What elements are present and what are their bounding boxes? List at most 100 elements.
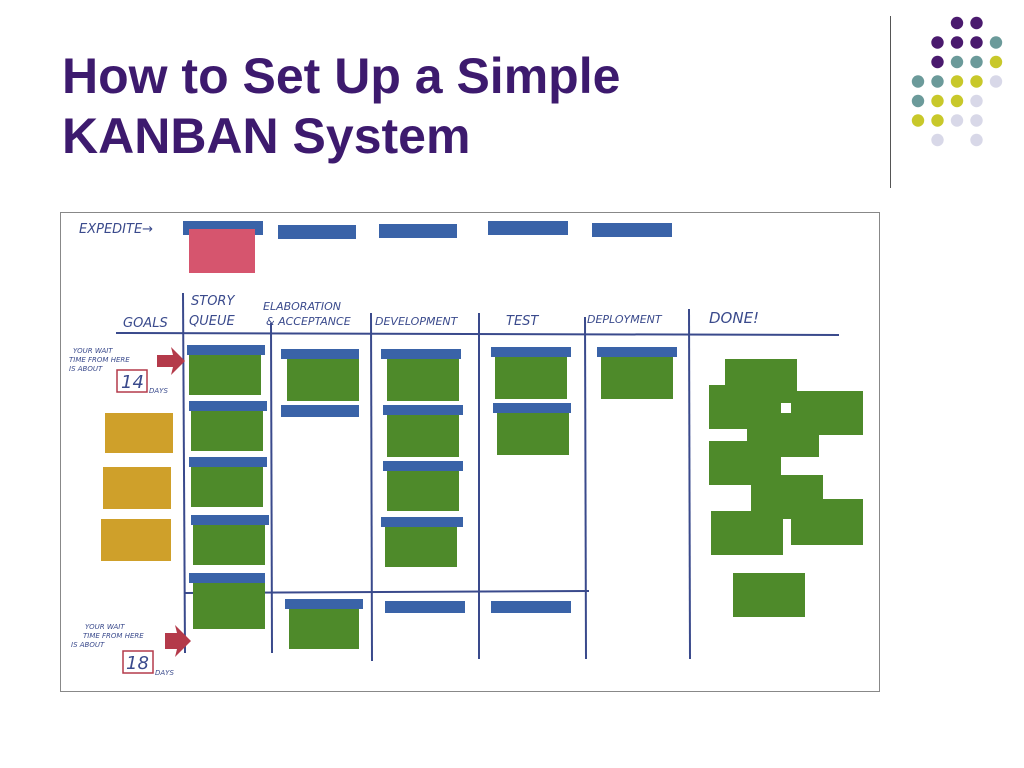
card-magnet <box>189 401 267 411</box>
decorative-dot <box>970 114 983 127</box>
column-divider <box>584 316 587 660</box>
expedite-magnet <box>488 221 568 235</box>
done-card <box>791 499 863 545</box>
card-magnet <box>189 573 265 583</box>
column-divider <box>688 308 691 660</box>
kanban-board-photo: EXPEDITE→ GOALS STORY QUEUE ELABORATION … <box>60 212 880 692</box>
wait-top-line-3: IS ABOUT <box>69 365 103 373</box>
decorative-dot <box>970 16 983 30</box>
story-queue-card <box>191 461 263 507</box>
decorative-dot <box>931 133 944 147</box>
slide-title-line-1: How to Set Up a Simple <box>62 48 621 104</box>
card-magnet <box>189 457 267 467</box>
decorative-dot <box>931 94 944 108</box>
column-divider <box>370 312 373 662</box>
elaboration-card <box>287 353 359 401</box>
wait-bottom-days-label: DAYS <box>155 669 174 677</box>
decorative-dot <box>931 75 944 88</box>
card-magnet <box>491 601 571 613</box>
decorative-dot <box>950 75 964 88</box>
column-divider <box>182 292 186 654</box>
kanban-board-drawing: EXPEDITE→ GOALS STORY QUEUE ELABORATION … <box>69 221 863 677</box>
decorative-dot <box>989 75 1003 88</box>
decorative-dot <box>911 75 925 88</box>
decorative-dot-pattern <box>911 16 1003 147</box>
header-divider <box>890 16 891 188</box>
expedite-magnet <box>379 224 457 238</box>
decorative-dot <box>950 16 964 30</box>
goal-card <box>105 413 173 453</box>
goal-card <box>101 519 171 561</box>
decorative-dot <box>950 94 964 108</box>
decorative-dot <box>970 94 983 108</box>
expedite-label: EXPEDITE→ <box>79 222 153 237</box>
decorative-dot <box>911 94 925 108</box>
wait-bottom-days-value: 18 <box>126 653 149 674</box>
decorative-dot <box>931 36 944 49</box>
development-card <box>387 465 459 511</box>
card-magnet <box>281 349 359 359</box>
column-done-header: DONE! <box>709 309 759 327</box>
story-queue-card <box>191 405 263 451</box>
wait-bottom-line-3: IS ABOUT <box>71 641 105 649</box>
decorative-dot <box>950 55 964 69</box>
wait-top-days-label: DAYS <box>149 387 168 395</box>
expedite-magnet <box>278 225 356 239</box>
wait-bottom-days-box <box>122 650 154 674</box>
development-card <box>387 409 459 457</box>
decorative-dot <box>931 114 944 127</box>
test-card <box>495 353 567 399</box>
deployment-card <box>601 353 673 399</box>
column-elaboration-header-1: ELABORATION <box>263 300 341 313</box>
done-card <box>733 573 805 617</box>
decorative-dot <box>970 133 983 147</box>
test-card <box>497 407 569 455</box>
card-magnet <box>381 349 461 359</box>
decorative-dot <box>911 114 925 127</box>
card-magnet <box>383 461 463 471</box>
story-queue-card <box>189 349 261 395</box>
wait-top-arrow-icon <box>157 347 185 375</box>
wait-top-line-2: TIME FROM HERE <box>69 356 130 364</box>
expedite-card <box>189 229 255 273</box>
done-card <box>711 511 783 555</box>
decorative-dot <box>970 55 983 69</box>
elaboration-card <box>289 603 359 649</box>
wait-bottom-line-2: TIME FROM HERE <box>83 632 144 640</box>
decorative-dot <box>970 75 983 88</box>
card-magnet <box>597 347 677 357</box>
card-magnet <box>187 345 265 355</box>
card-magnet <box>491 347 571 357</box>
story-queue-card <box>193 579 265 629</box>
decorative-dot <box>989 55 1003 69</box>
development-card <box>387 353 459 401</box>
column-deployment-header: DEPLOYMENT <box>587 313 663 326</box>
card-magnet <box>385 601 465 613</box>
wait-top-days-value: 14 <box>121 372 144 393</box>
column-test-header: TEST <box>506 314 539 329</box>
column-elaboration-header-2: & ACCEPTANCE <box>266 315 351 328</box>
wait-top-line-1: YOUR WAIT <box>73 347 113 355</box>
column-development-header: DEVELOPMENT <box>375 315 459 328</box>
wait-bottom-line-1: YOUR WAIT <box>85 623 125 631</box>
column-divider <box>270 322 273 654</box>
decorative-dot <box>989 36 1003 49</box>
decorative-dot <box>970 36 983 49</box>
column-goals-header: GOALS <box>123 316 168 331</box>
card-magnet <box>493 403 571 413</box>
development-card <box>385 521 457 567</box>
wait-top-days-box <box>116 369 148 393</box>
story-queue-card <box>193 519 265 565</box>
card-magnet <box>383 405 463 415</box>
wait-bottom-arrow-icon <box>165 625 191 657</box>
card-magnet <box>191 515 269 525</box>
card-magnet <box>381 517 463 527</box>
decorative-dot <box>931 55 944 69</box>
decorative-dot <box>950 36 964 49</box>
expedite-magnet <box>592 223 672 237</box>
goal-card <box>103 467 171 509</box>
column-story-queue-header-1: STORY <box>191 294 235 309</box>
header-line <box>115 332 840 336</box>
card-magnet <box>285 599 363 609</box>
column-story-queue-header-2: QUEUE <box>189 314 235 329</box>
